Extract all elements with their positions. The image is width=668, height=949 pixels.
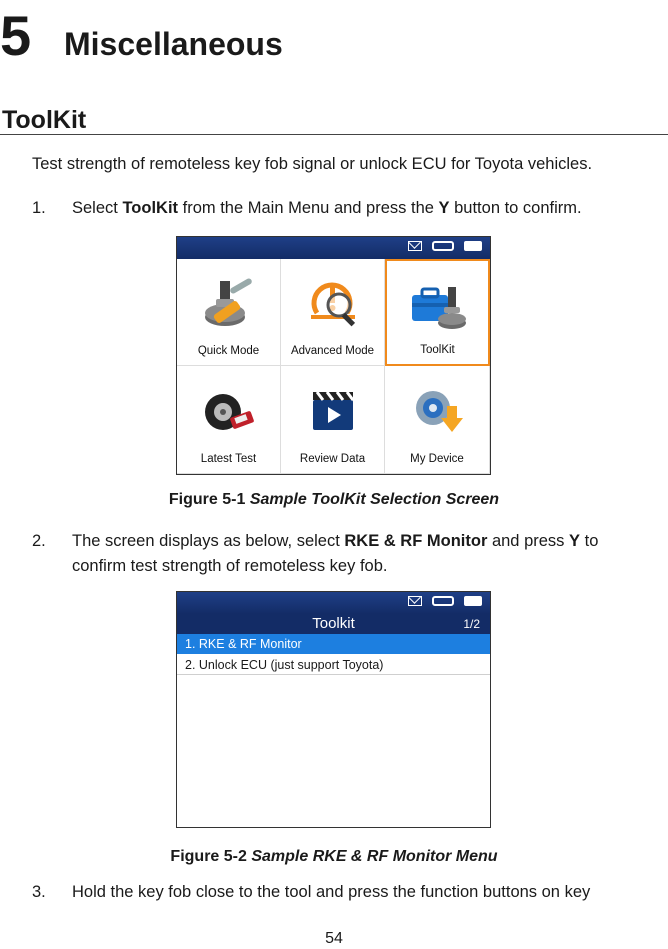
- toolkit-selection-screen: Quick Mode Advanced Mode: [176, 236, 491, 475]
- status-bar: [177, 592, 490, 614]
- tile-label: Latest Test: [200, 453, 257, 465]
- tile-quick-mode[interactable]: Quick Mode: [177, 259, 281, 366]
- toolbox-sensor-icon: [411, 287, 466, 329]
- battery-icon: [464, 596, 482, 606]
- toolkit-title-bar: Toolkit 1/2: [177, 614, 490, 634]
- tpms-warning-magnifier-icon: [310, 282, 355, 327]
- tile-toolkit[interactable]: ToolKit: [385, 259, 490, 366]
- step-2-text: The screen displays as below, select RKE…: [72, 532, 599, 550]
- step-1-number: 1.: [32, 199, 46, 217]
- tile-my-device[interactable]: My Device: [385, 366, 490, 474]
- menu-item-rke-rf-monitor[interactable]: 1. RKE & RF Monitor: [177, 634, 490, 654]
- tile-label: Advanced Mode: [290, 345, 375, 357]
- step-2-number: 2.: [32, 532, 46, 550]
- tile-label: Quick Mode: [197, 345, 260, 357]
- tire-sensor-wrench-icon: [204, 278, 252, 326]
- tile-latest-test[interactable]: Latest Test: [177, 366, 281, 474]
- main-menu-grid: Quick Mode Advanced Mode: [177, 259, 490, 474]
- chapter-heading: 5 Miscellaneous: [0, 4, 283, 67]
- gear-download-icon: [416, 391, 463, 432]
- section-title: ToolKit: [2, 106, 87, 134]
- step-3-number: 3.: [32, 883, 46, 901]
- mail-icon: [408, 596, 422, 606]
- clapperboard-play-icon: [312, 391, 354, 430]
- toolkit-title: Toolkit: [312, 615, 355, 632]
- tile-label: ToolKit: [420, 344, 455, 356]
- tile-review-data[interactable]: Review Data: [281, 366, 385, 474]
- battery-icon: [464, 241, 482, 251]
- tile-advanced-mode[interactable]: Advanced Mode: [281, 259, 385, 366]
- tile-label: Review Data: [299, 453, 366, 465]
- page-number: 54: [325, 930, 343, 947]
- toolkit-menu-screen: Toolkit 1/2 1. RKE & RF Monitor 2. Unloc…: [176, 591, 491, 828]
- status-bar: [177, 237, 490, 259]
- chapter-title: Miscellaneous: [64, 26, 283, 62]
- menu-item-unlock-ecu[interactable]: 2. Unlock ECU (just support Toyota): [177, 655, 490, 675]
- chapter-number: 5: [0, 4, 32, 67]
- vci-connection-icon: [432, 241, 454, 251]
- mail-icon: [408, 241, 422, 251]
- page-indicator: 1/2: [463, 617, 480, 631]
- vci-connection-icon: [432, 596, 454, 606]
- figure-1-caption: Figure 5-1 Sample ToolKit Selection Scre…: [168, 491, 500, 508]
- step-1-text: Select ToolKit from the Main Menu and pr…: [72, 199, 582, 217]
- tile-label: My Device: [410, 453, 464, 465]
- intro-paragraph: Test strength of remoteless key fob sign…: [32, 155, 593, 173]
- section-heading: ToolKit: [0, 104, 668, 135]
- step-2-text-line2: confirm test strength of remoteless key …: [72, 557, 388, 575]
- step-3-text: Hold the key fob close to the tool and p…: [72, 883, 591, 901]
- tire-tool-icon: [204, 394, 254, 430]
- figure-2-caption: Figure 5-2 Sample RKE & RF Monitor Menu: [170, 848, 498, 865]
